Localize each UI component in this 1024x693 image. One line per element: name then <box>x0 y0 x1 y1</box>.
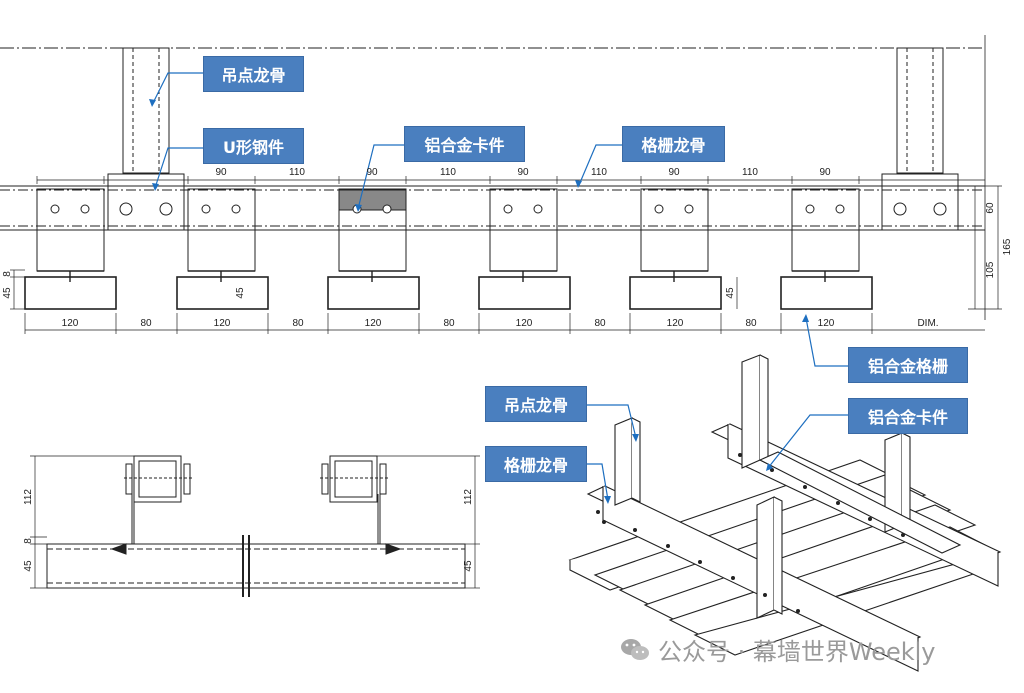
dim-top-3: 110 <box>440 167 456 178</box>
wechat-icon <box>621 638 649 660</box>
watermark: 公众号 · 幕墙世界Weekly <box>620 632 936 667</box>
dim-top-1: 110 <box>289 167 305 178</box>
dim-bottom-8: 120 <box>667 318 684 329</box>
bar-clip-joints <box>37 270 859 282</box>
dim-mid-45-a: 45 <box>235 287 246 299</box>
hanger-joist-right <box>896 47 944 174</box>
watermark-text: 公众号 · 幕墙世界Weekly <box>658 638 936 666</box>
dim-top-8: 90 <box>819 167 831 178</box>
dim-bottom <box>24 313 985 334</box>
iso-clip-holes <box>596 453 905 613</box>
dim-right <box>968 185 1002 310</box>
dim-bottom-4: 120 <box>365 318 382 329</box>
dim-texts: 90 110 90 110 90 110 90 110 90 120 80 12… <box>2 167 1013 572</box>
dim-bottom-dim: DIM. <box>917 318 938 329</box>
label-grille-joist-iso: 格栅龙骨 <box>485 446 587 482</box>
isometric-view <box>568 354 1002 672</box>
dim-bottom-0: 120 <box>62 318 79 329</box>
dim-top-4: 90 <box>517 167 529 178</box>
dim-bottom-9: 80 <box>745 318 757 329</box>
leader-lines <box>151 72 848 501</box>
leader-arrows <box>149 99 809 504</box>
dim-bottom-10: 120 <box>818 318 835 329</box>
dim-bottom-3: 80 <box>292 318 304 329</box>
label-alu-clip-top: 铝合金卡件 <box>404 126 525 162</box>
dim-top-5: 110 <box>591 167 607 178</box>
side-dim-112-right: 112 <box>463 489 474 505</box>
label-grille-joist-top: 格栅龙骨 <box>622 126 725 162</box>
dim-bottom-5: 80 <box>443 318 455 329</box>
side-view <box>30 455 480 597</box>
dim-bottom-7: 80 <box>594 318 606 329</box>
alu-clip-shaded <box>338 189 407 211</box>
label-alu-grille: 铝合金格栅 <box>848 347 968 383</box>
u-bracket-left <box>107 173 185 231</box>
label-alu-clip-iso: 铝合金卡件 <box>848 398 968 434</box>
u-bracket-bolts <box>119 202 947 216</box>
dim-left-8: 8 <box>2 271 13 277</box>
alu-grille-bars <box>24 276 873 310</box>
dim-top-2: 90 <box>366 167 378 178</box>
dim-top-0: 90 <box>215 167 227 178</box>
dim-top-7: 110 <box>742 167 758 178</box>
dim-bottom-6: 120 <box>516 318 533 329</box>
dim-left <box>10 269 738 310</box>
dim-bottom-2: 120 <box>214 318 231 329</box>
u-bracket-right <box>881 173 959 231</box>
dim-mid-45-b: 45 <box>725 287 736 299</box>
hanger-joist-left <box>122 47 170 174</box>
clip-holes <box>50 204 845 214</box>
dim-left-45: 45 <box>2 287 13 299</box>
side-dim-45-left: 45 <box>23 560 34 572</box>
side-dim-112-left: 112 <box>23 489 34 505</box>
side-dim-8: 8 <box>23 538 34 544</box>
label-hanger-joist-top: 吊点龙骨 <box>203 56 304 92</box>
dim-top-6: 90 <box>668 167 680 178</box>
dim-top <box>36 176 985 184</box>
dim-right-105: 105 <box>985 261 996 278</box>
side-dim-45-right: 45 <box>463 560 474 572</box>
dim-right-60: 60 <box>985 202 996 214</box>
label-hanger-joist-iso: 吊点龙骨 <box>485 386 587 422</box>
dim-bottom-1: 80 <box>140 318 152 329</box>
label-u-bracket: U形钢件 <box>203 128 304 164</box>
dim-right-165: 165 <box>1002 238 1013 255</box>
